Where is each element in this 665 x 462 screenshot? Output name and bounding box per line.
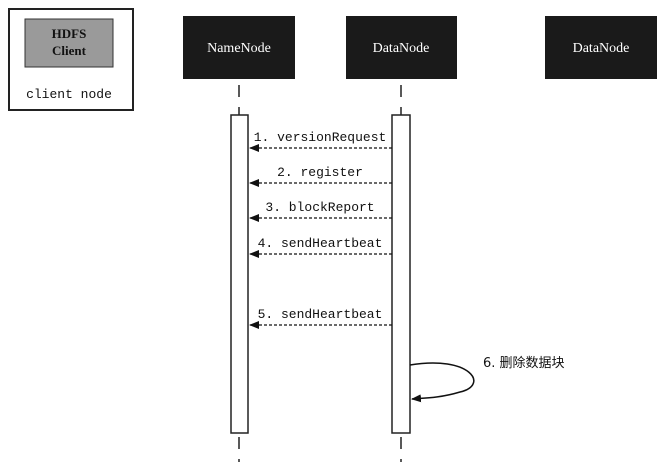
datanode-2-label: DataNode (573, 41, 630, 56)
message-version-request: 1. versionRequest (249, 130, 392, 152)
namenode-label: NameNode (207, 41, 271, 56)
message-send-heartbeat-1: 4. sendHeartbeat (249, 236, 392, 258)
participant-datanode-1: DataNode (346, 16, 457, 79)
datanode-1-label: DataNode (373, 41, 430, 56)
self-message-label: 6. 删除数据块 (483, 356, 565, 371)
message-send-heartbeat-2: 5. sendHeartbeat (249, 307, 392, 329)
hdfs-client-label-line2: Client (52, 43, 87, 58)
datanode-2-box (545, 16, 657, 79)
namenode-box (183, 16, 295, 79)
message-version-request-label: 1. versionRequest (254, 130, 387, 145)
message-register-label: 2. register (277, 165, 363, 180)
datanode-1-activation-bar (391, 114, 411, 434)
self-message-delete-blocks: 6. 删除数据块 (409, 356, 565, 403)
participant-namenode: NameNode (183, 16, 295, 79)
hdfs-client-label-line1: HDFS (52, 26, 87, 41)
message-send-heartbeat-2-label: 5. sendHeartbeat (258, 307, 383, 322)
namenode-activation-bar (230, 114, 249, 434)
message-block-report-label: 3. blockReport (265, 200, 374, 215)
datanode-1-box (346, 16, 457, 79)
message-block-report: 3. blockReport (249, 200, 392, 222)
message-register: 2. register (249, 165, 392, 187)
client-node-caption: client node (26, 87, 112, 102)
participant-datanode-2: DataNode (545, 16, 657, 79)
client-node: HDFS Client client node (8, 8, 134, 111)
message-send-heartbeat-1-label: 4. sendHeartbeat (258, 236, 383, 251)
self-message-arrow (409, 362, 475, 403)
hdfs-client-box (24, 18, 114, 68)
